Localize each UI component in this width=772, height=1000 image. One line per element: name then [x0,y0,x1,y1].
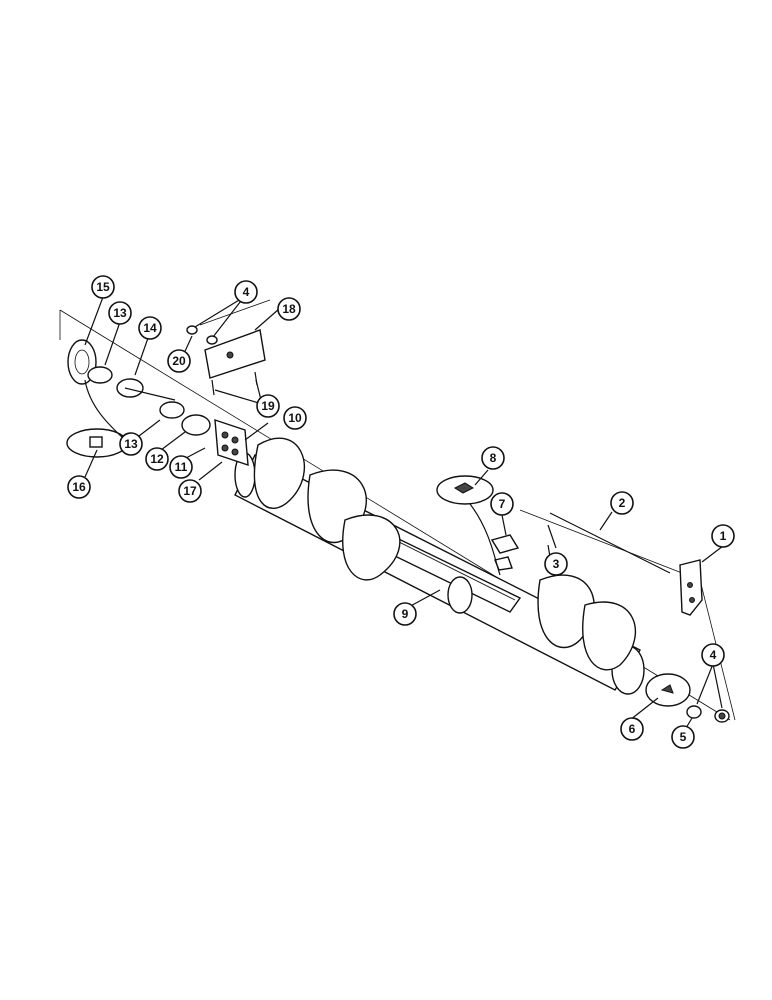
callout-9: 9 [393,602,417,626]
callout-10: 10 [283,406,307,430]
callout-18-label: 18 [282,302,296,316]
callout-4-left-label: 4 [243,285,250,299]
callout-5: 5 [671,725,695,749]
callout-13-lower-label: 13 [124,437,138,451]
callout-11-label: 11 [175,460,188,474]
washers-left [87,366,211,436]
end-plate [645,673,691,707]
callout-7: 7 [490,492,514,516]
callout-2-label: 2 [619,496,626,510]
callout-1: 1 [711,524,735,548]
callout-15: 15 [91,275,115,299]
callout-13-upper-label: 13 [113,306,127,320]
callout-13-upper: 13 [108,301,132,325]
callout-12: 12 [145,447,169,471]
callout-16-label: 16 [72,480,86,494]
callout-4-left: 4 [234,280,258,304]
leader-lines [84,296,724,734]
auger-tube [234,437,645,695]
mounting-plate-18 [204,329,266,379]
callout-13-lower: 13 [119,432,143,456]
bracket-and-rod [547,512,703,616]
callout-2: 2 [610,491,634,515]
callout-3: 3 [544,552,568,576]
callout-14: 14 [138,316,162,340]
nuts [686,705,730,723]
callout-8: 8 [481,446,505,470]
callout-9-label: 9 [402,607,409,621]
callout-4-right: 4 [701,643,725,667]
callout-17-label: 17 [183,484,197,498]
callout-11: 11 [169,455,193,479]
callout-7-label: 7 [499,497,506,511]
callout-17: 17 [178,479,202,503]
callout-6: 6 [620,717,644,741]
callout-19-label: 19 [261,399,275,413]
detail-inset-8 [436,475,501,576]
callout-5-label: 5 [680,730,687,744]
callout-4-right-label: 4 [710,648,717,662]
callout-12-label: 12 [150,452,164,466]
callout-19: 19 [256,394,280,418]
callout-20-label: 20 [172,354,186,368]
callout-6-label: 6 [629,722,636,736]
callout-18: 18 [277,297,301,321]
callout-14-label: 14 [143,321,157,335]
callout-8-label: 8 [490,451,497,465]
callout-10-label: 10 [288,411,302,425]
cover-plate [490,534,520,571]
callout-1-label: 1 [720,529,727,543]
callout-16: 16 [67,475,91,499]
callout-3-label: 3 [553,557,560,571]
flange-bearing [214,418,249,467]
callout-15-label: 15 [96,280,110,294]
callout-20: 20 [167,349,191,373]
